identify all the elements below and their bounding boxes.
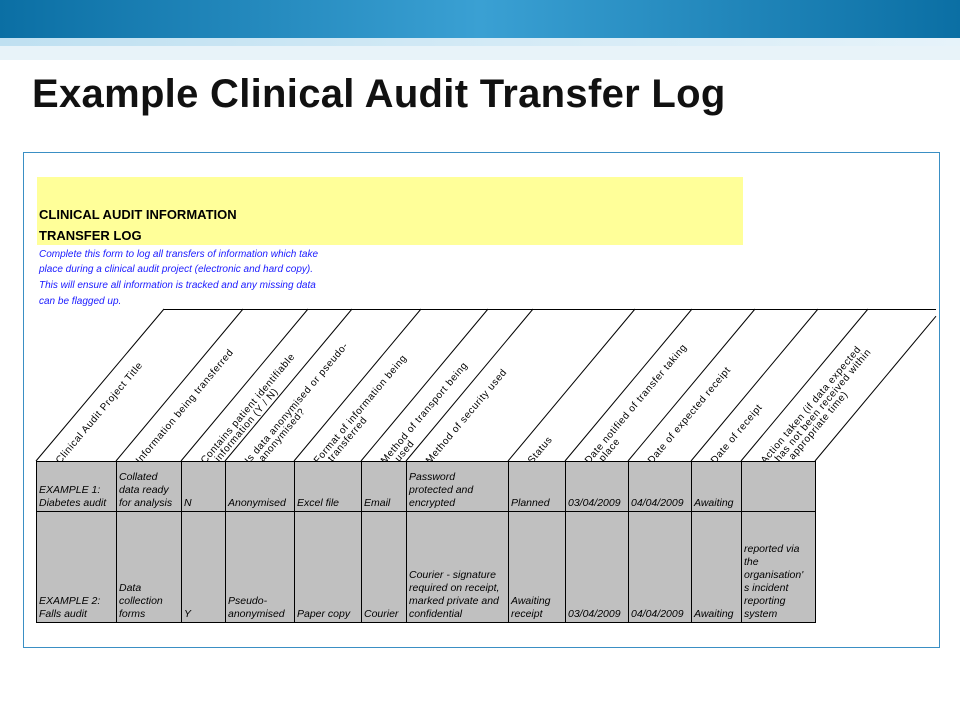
cell-text-line: confidential bbox=[409, 608, 463, 620]
instruction-line: Complete this form to log all transfers … bbox=[39, 249, 319, 260]
cell-text-line: reporting bbox=[744, 595, 786, 607]
cell-text-line: 03/04/2009 bbox=[568, 497, 621, 509]
form-heading-box bbox=[37, 177, 743, 245]
cell-text-line: Awaiting bbox=[694, 497, 734, 509]
table-cell: Courier bbox=[361, 511, 407, 623]
cell-text-line: protected and bbox=[409, 484, 474, 496]
form-heading-line1: CLINICAL AUDIT INFORMATION bbox=[39, 207, 237, 222]
header-band-highlight bbox=[0, 38, 960, 46]
cell-text-line: Planned bbox=[511, 497, 550, 509]
instruction-line: This will ensure all information is trac… bbox=[39, 280, 316, 291]
cell-text-line: Paper copy bbox=[297, 608, 351, 620]
header-divider-line bbox=[405, 308, 534, 462]
page-title: Example Clinical Audit Transfer Log bbox=[32, 72, 726, 116]
cell-text-line: encrypted bbox=[409, 497, 456, 509]
cell-text-line: Awaiting bbox=[694, 608, 734, 620]
cell-text-line: Pseudo- bbox=[228, 595, 268, 607]
table-cell: Pseudo-anonymised bbox=[225, 511, 295, 623]
table-cell: Paper copy bbox=[294, 511, 362, 623]
header-top-rule bbox=[164, 309, 936, 310]
form-heading-line2: TRANSFER LOG bbox=[39, 228, 142, 243]
cell-text-line: Password bbox=[409, 471, 456, 483]
table-cell: EXAMPLE 1:Diabetes audit bbox=[36, 461, 117, 512]
cell-text-line: receipt bbox=[511, 608, 543, 620]
cell-text-line: Diabetes audit bbox=[39, 497, 107, 509]
table-cell: Y bbox=[181, 511, 226, 623]
table-cell: Excel file bbox=[294, 461, 362, 512]
cell-text-line: data ready bbox=[119, 484, 169, 496]
header-divider-line bbox=[293, 308, 422, 462]
header-band-fade bbox=[0, 46, 960, 60]
instruction-line: can be flagged up. bbox=[39, 296, 122, 307]
cell-text-line: Data bbox=[119, 582, 142, 594]
table-cell: 04/04/2009 bbox=[628, 511, 692, 623]
cell-text-line: Falls audit bbox=[39, 608, 87, 620]
table-cell bbox=[741, 461, 816, 512]
cell-text-line: s incident bbox=[744, 582, 789, 594]
header-divider-line bbox=[115, 308, 244, 462]
table-cell: 04/04/2009 bbox=[628, 461, 692, 512]
cell-text-line: Excel file bbox=[297, 497, 340, 509]
cell-text-line: system bbox=[744, 608, 778, 620]
header-divider-line bbox=[224, 308, 353, 462]
header-divider-line bbox=[360, 308, 489, 462]
cell-text-line: 04/04/2009 bbox=[631, 608, 684, 620]
header-divider-line bbox=[507, 308, 636, 462]
cell-text-line: Collated bbox=[119, 471, 158, 483]
header-band bbox=[0, 0, 960, 38]
cell-text-line: EXAMPLE 1: bbox=[39, 484, 101, 496]
table-cell: 03/04/2009 bbox=[565, 461, 629, 512]
cell-text-line: Y bbox=[184, 608, 192, 620]
cell-text-line: required on receipt, bbox=[409, 582, 500, 594]
header-divider-line bbox=[690, 308, 819, 462]
cell-text-line: forms bbox=[119, 608, 146, 620]
cell-text-line: EXAMPLE 2: bbox=[39, 595, 101, 607]
cell-text-line: Awaiting bbox=[511, 595, 551, 607]
spreadsheet-frame bbox=[23, 152, 940, 648]
cell-text-line: Email bbox=[364, 497, 391, 509]
table-cell: N bbox=[181, 461, 226, 512]
header-divider-line bbox=[740, 308, 869, 462]
table-cell: Email bbox=[361, 461, 407, 512]
cell-text-line: 03/04/2009 bbox=[568, 608, 621, 620]
cell-text-line: Courier bbox=[364, 608, 399, 620]
cell-text-line: for analysis bbox=[119, 497, 173, 509]
cell-text-line: anonymised bbox=[228, 608, 285, 620]
cell-text-line: Courier - signature bbox=[409, 569, 496, 581]
cell-text-line: 04/04/2009 bbox=[631, 497, 684, 509]
table-cell: 03/04/2009 bbox=[565, 511, 629, 623]
header-divider-line bbox=[180, 308, 309, 462]
cell-text-line: reported via bbox=[744, 543, 800, 555]
cell-text-line: marked private and bbox=[409, 595, 499, 607]
cell-text-line: organisation' bbox=[744, 569, 804, 581]
header-divider-line bbox=[564, 308, 693, 462]
cell-text-line: Anonymised bbox=[228, 497, 286, 509]
header-divider-line bbox=[814, 315, 937, 462]
header-divider-line bbox=[35, 308, 165, 462]
cell-text-line: N bbox=[184, 497, 192, 509]
table-cell: EXAMPLE 2:Falls audit bbox=[36, 511, 117, 623]
table-cell: Anonymised bbox=[225, 461, 295, 512]
cell-text-line: the bbox=[744, 556, 759, 568]
table-cell: Awaiting bbox=[691, 511, 742, 623]
table-cell: Planned bbox=[508, 461, 566, 512]
header-divider-line bbox=[627, 308, 756, 462]
table-cell: Awaiting bbox=[691, 461, 742, 512]
cell-text-line: collection bbox=[119, 595, 163, 607]
instruction-line: place during a clinical audit project (e… bbox=[39, 264, 314, 275]
